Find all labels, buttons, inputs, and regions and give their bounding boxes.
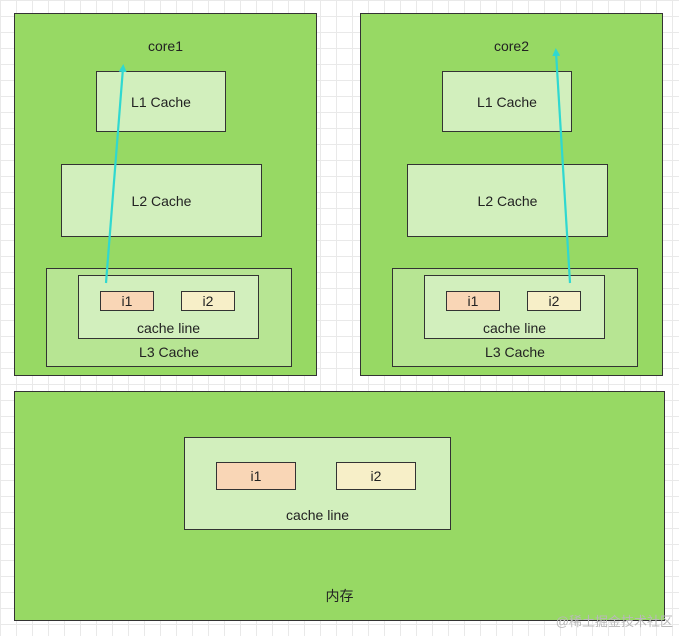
core1-i1: i1 [100, 291, 154, 311]
core2-i2: i2 [527, 291, 581, 311]
memory-i2-label: i2 [370, 468, 382, 484]
core2-i2-label: i2 [548, 293, 560, 309]
watermark: @稀土掘金技术社区 [555, 614, 673, 629]
memory-i2: i2 [336, 462, 416, 490]
core1-l1-label: L1 Cache [131, 93, 191, 110]
core1-cache-line-label: cache line [136, 320, 201, 336]
memory-i1-label: i1 [250, 468, 262, 484]
memory-title: 内存 [325, 588, 354, 604]
core2-l2-cache: L2 Cache [407, 164, 608, 237]
core1-i2: i2 [181, 291, 235, 311]
core1-l1-cache: L1 Cache [96, 71, 226, 132]
core1-l3-label: L3 Cache [139, 344, 199, 360]
core2-l1-cache: L1 Cache [442, 71, 572, 132]
core2-l3-label: L3 Cache [485, 344, 545, 360]
core2-i1: i1 [446, 291, 500, 311]
core1-l2-cache: L2 Cache [61, 164, 262, 237]
core1-i1-label: i1 [121, 293, 133, 309]
core2-title: core2 [493, 38, 530, 54]
memory-cache-line-label: cache line [285, 507, 350, 523]
core1-title: core1 [147, 38, 184, 54]
core2-l2-label: L2 Cache [477, 192, 538, 209]
core1-i2-label: i2 [202, 293, 214, 309]
core2-cache-line-label: cache line [482, 320, 547, 336]
core1-l2-label: L2 Cache [131, 192, 192, 209]
core2-i1-label: i1 [467, 293, 479, 309]
memory-i1: i1 [216, 462, 296, 490]
core2-l1-label: L1 Cache [477, 93, 537, 110]
